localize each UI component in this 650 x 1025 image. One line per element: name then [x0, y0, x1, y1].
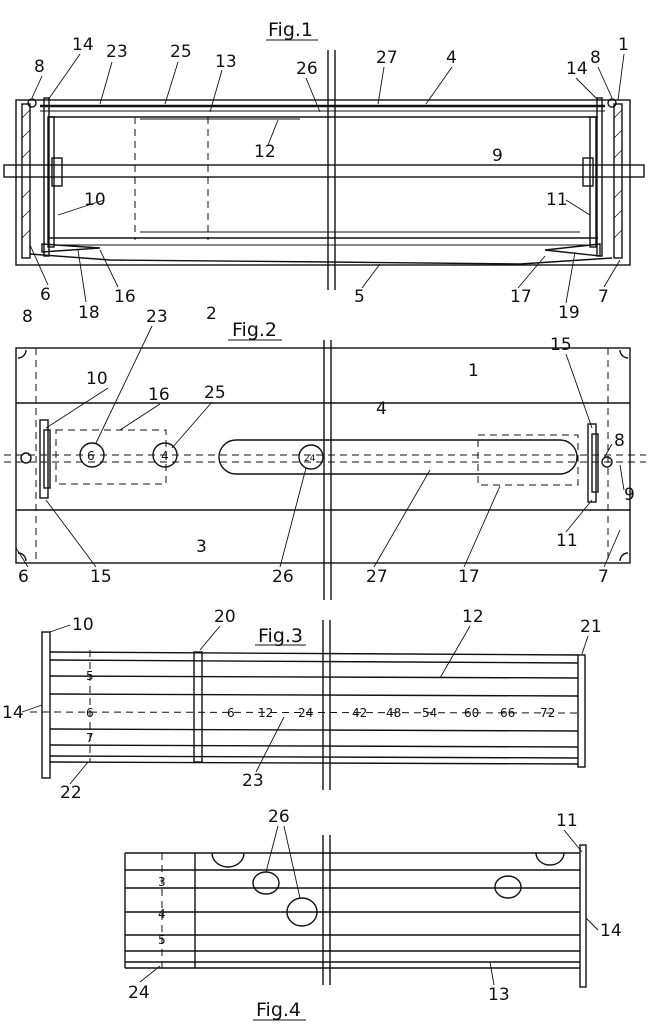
fig1-label-6: 6	[40, 285, 51, 305]
fig2-title: Fig.2	[232, 319, 277, 341]
fig2-label-25: 25	[204, 383, 226, 403]
fig4-label-14: 14	[600, 921, 622, 941]
fig1-label-1: 1	[618, 35, 629, 55]
fig2-label-9: 9	[624, 485, 635, 505]
fig3-label-20: 20	[214, 607, 236, 627]
fig2-label-23: 23	[146, 307, 168, 327]
fig1-rod-9	[3, 164, 645, 178]
fig1-label-4: 4	[446, 48, 457, 68]
fig2-label-1: 1	[468, 361, 479, 381]
fig3-label-22: 22	[60, 783, 82, 803]
fig3-title: Fig.3	[258, 625, 303, 647]
fig1-label-5: 5	[354, 287, 365, 307]
fig1-label-27: 27	[376, 48, 398, 68]
fig3-label-10: 10	[72, 615, 94, 635]
fig2-label-2: 2	[206, 304, 217, 324]
fig2-label-16: 16	[148, 385, 170, 405]
fig1-label-8-left: 8	[34, 57, 45, 77]
fig2-label-3: 3	[196, 537, 207, 557]
fig2-label-27: 27	[366, 567, 388, 587]
fig1-label-14-left: 14	[72, 35, 94, 55]
fig2-label-11: 11	[556, 531, 578, 551]
fig2-top-view: Fig.2 6 4 24	[4, 304, 646, 600]
fig3-label-14: 14	[2, 703, 24, 723]
fig1-label-13: 13	[215, 52, 237, 72]
fig4-label-24: 24	[128, 983, 150, 1003]
fig1-label-16: 16	[114, 287, 136, 307]
fig3-scale-5: 5	[86, 669, 94, 683]
fig4-label-13: 13	[488, 985, 510, 1005]
fig3-label-23: 23	[242, 771, 264, 791]
fig2-label-6: 6	[18, 567, 29, 587]
fig3-scale-h-66: 66	[500, 706, 515, 720]
fig2-label-26: 26	[272, 567, 294, 587]
fig3-scale-h-24: 24	[298, 706, 313, 720]
fig3-scale-h-72: 72	[540, 706, 555, 720]
fig3-scale-6: 6	[86, 706, 94, 720]
fig2-slot-27	[218, 439, 578, 475]
svg-text:6: 6	[87, 449, 95, 463]
fig3-scale-h-48: 48	[386, 706, 401, 720]
fig1-title: Fig.1	[268, 19, 313, 41]
fig2-label-17: 17	[458, 567, 480, 587]
fig1-label-18: 18	[78, 303, 100, 323]
fig4-scale-5: 5	[158, 933, 166, 947]
fig3-scale-h-42: 42	[352, 706, 367, 720]
fig3-scale-h-60: 60	[464, 706, 479, 720]
fig1-label-9: 9	[492, 146, 503, 166]
fig4-title: Fig.4	[256, 999, 301, 1021]
fig1-label-12: 12	[254, 142, 276, 162]
fig1-label-26: 26	[296, 59, 318, 79]
fig2-label-8-left: 8	[22, 307, 33, 327]
fig1-label-8-right: 8	[590, 48, 601, 68]
fig1-label-7: 7	[598, 287, 609, 307]
fig2-label-4: 4	[376, 399, 387, 419]
fig3-label-21: 21	[580, 617, 602, 637]
fig1-label-25: 25	[170, 42, 192, 62]
fig1-section-view: Fig.1	[3, 19, 645, 323]
svg-text:24: 24	[304, 454, 316, 464]
fig1-label-11: 11	[546, 190, 568, 210]
fig4-label-26: 26	[268, 807, 290, 827]
fig2-label-15-right: 15	[550, 335, 572, 355]
fig1-label-19: 19	[558, 303, 580, 323]
fig2-label-8-right: 8	[614, 431, 625, 451]
fig2-label-10: 10	[86, 369, 108, 389]
fig4-scale-strip-13: 3 4 5 26 11 14 13 24 Fig.4	[124, 807, 622, 1021]
fig4-scale-3: 3	[158, 875, 166, 889]
fig2-label-7: 7	[598, 567, 609, 587]
fig3-scale-h-6: 6	[227, 706, 235, 720]
fig1-label-14-right: 14	[566, 59, 588, 79]
fig1-label-17: 17	[510, 287, 532, 307]
fig4-scale-4: 4	[158, 907, 166, 921]
fig1-label-23: 23	[106, 42, 128, 62]
svg-text:4: 4	[161, 449, 169, 463]
fig1-label-10: 10	[84, 190, 106, 210]
fig3-scale-strip-12: Fig.3 5 6 7 6 12 24 42 48 54	[2, 607, 602, 803]
fig3-scale-h-12: 12	[258, 706, 273, 720]
fig3-scale-7: 7	[86, 731, 94, 745]
fig2-label-15-left: 15	[90, 567, 112, 587]
fig1-outer-box	[15, 99, 631, 266]
fig3-label-12: 12	[462, 607, 484, 627]
fig3-scale-h-54: 54	[422, 706, 437, 720]
fig4-label-11: 11	[556, 811, 578, 831]
